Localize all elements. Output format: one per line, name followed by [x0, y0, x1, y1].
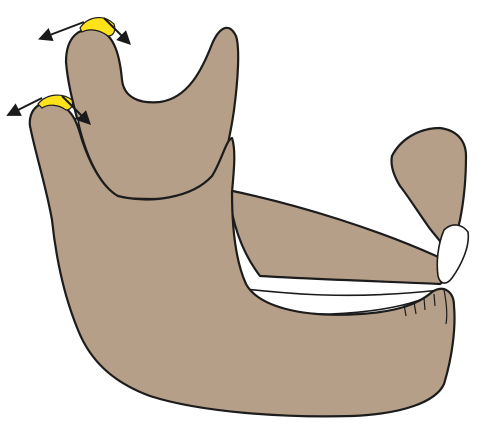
incisor-enamel	[437, 225, 468, 283]
